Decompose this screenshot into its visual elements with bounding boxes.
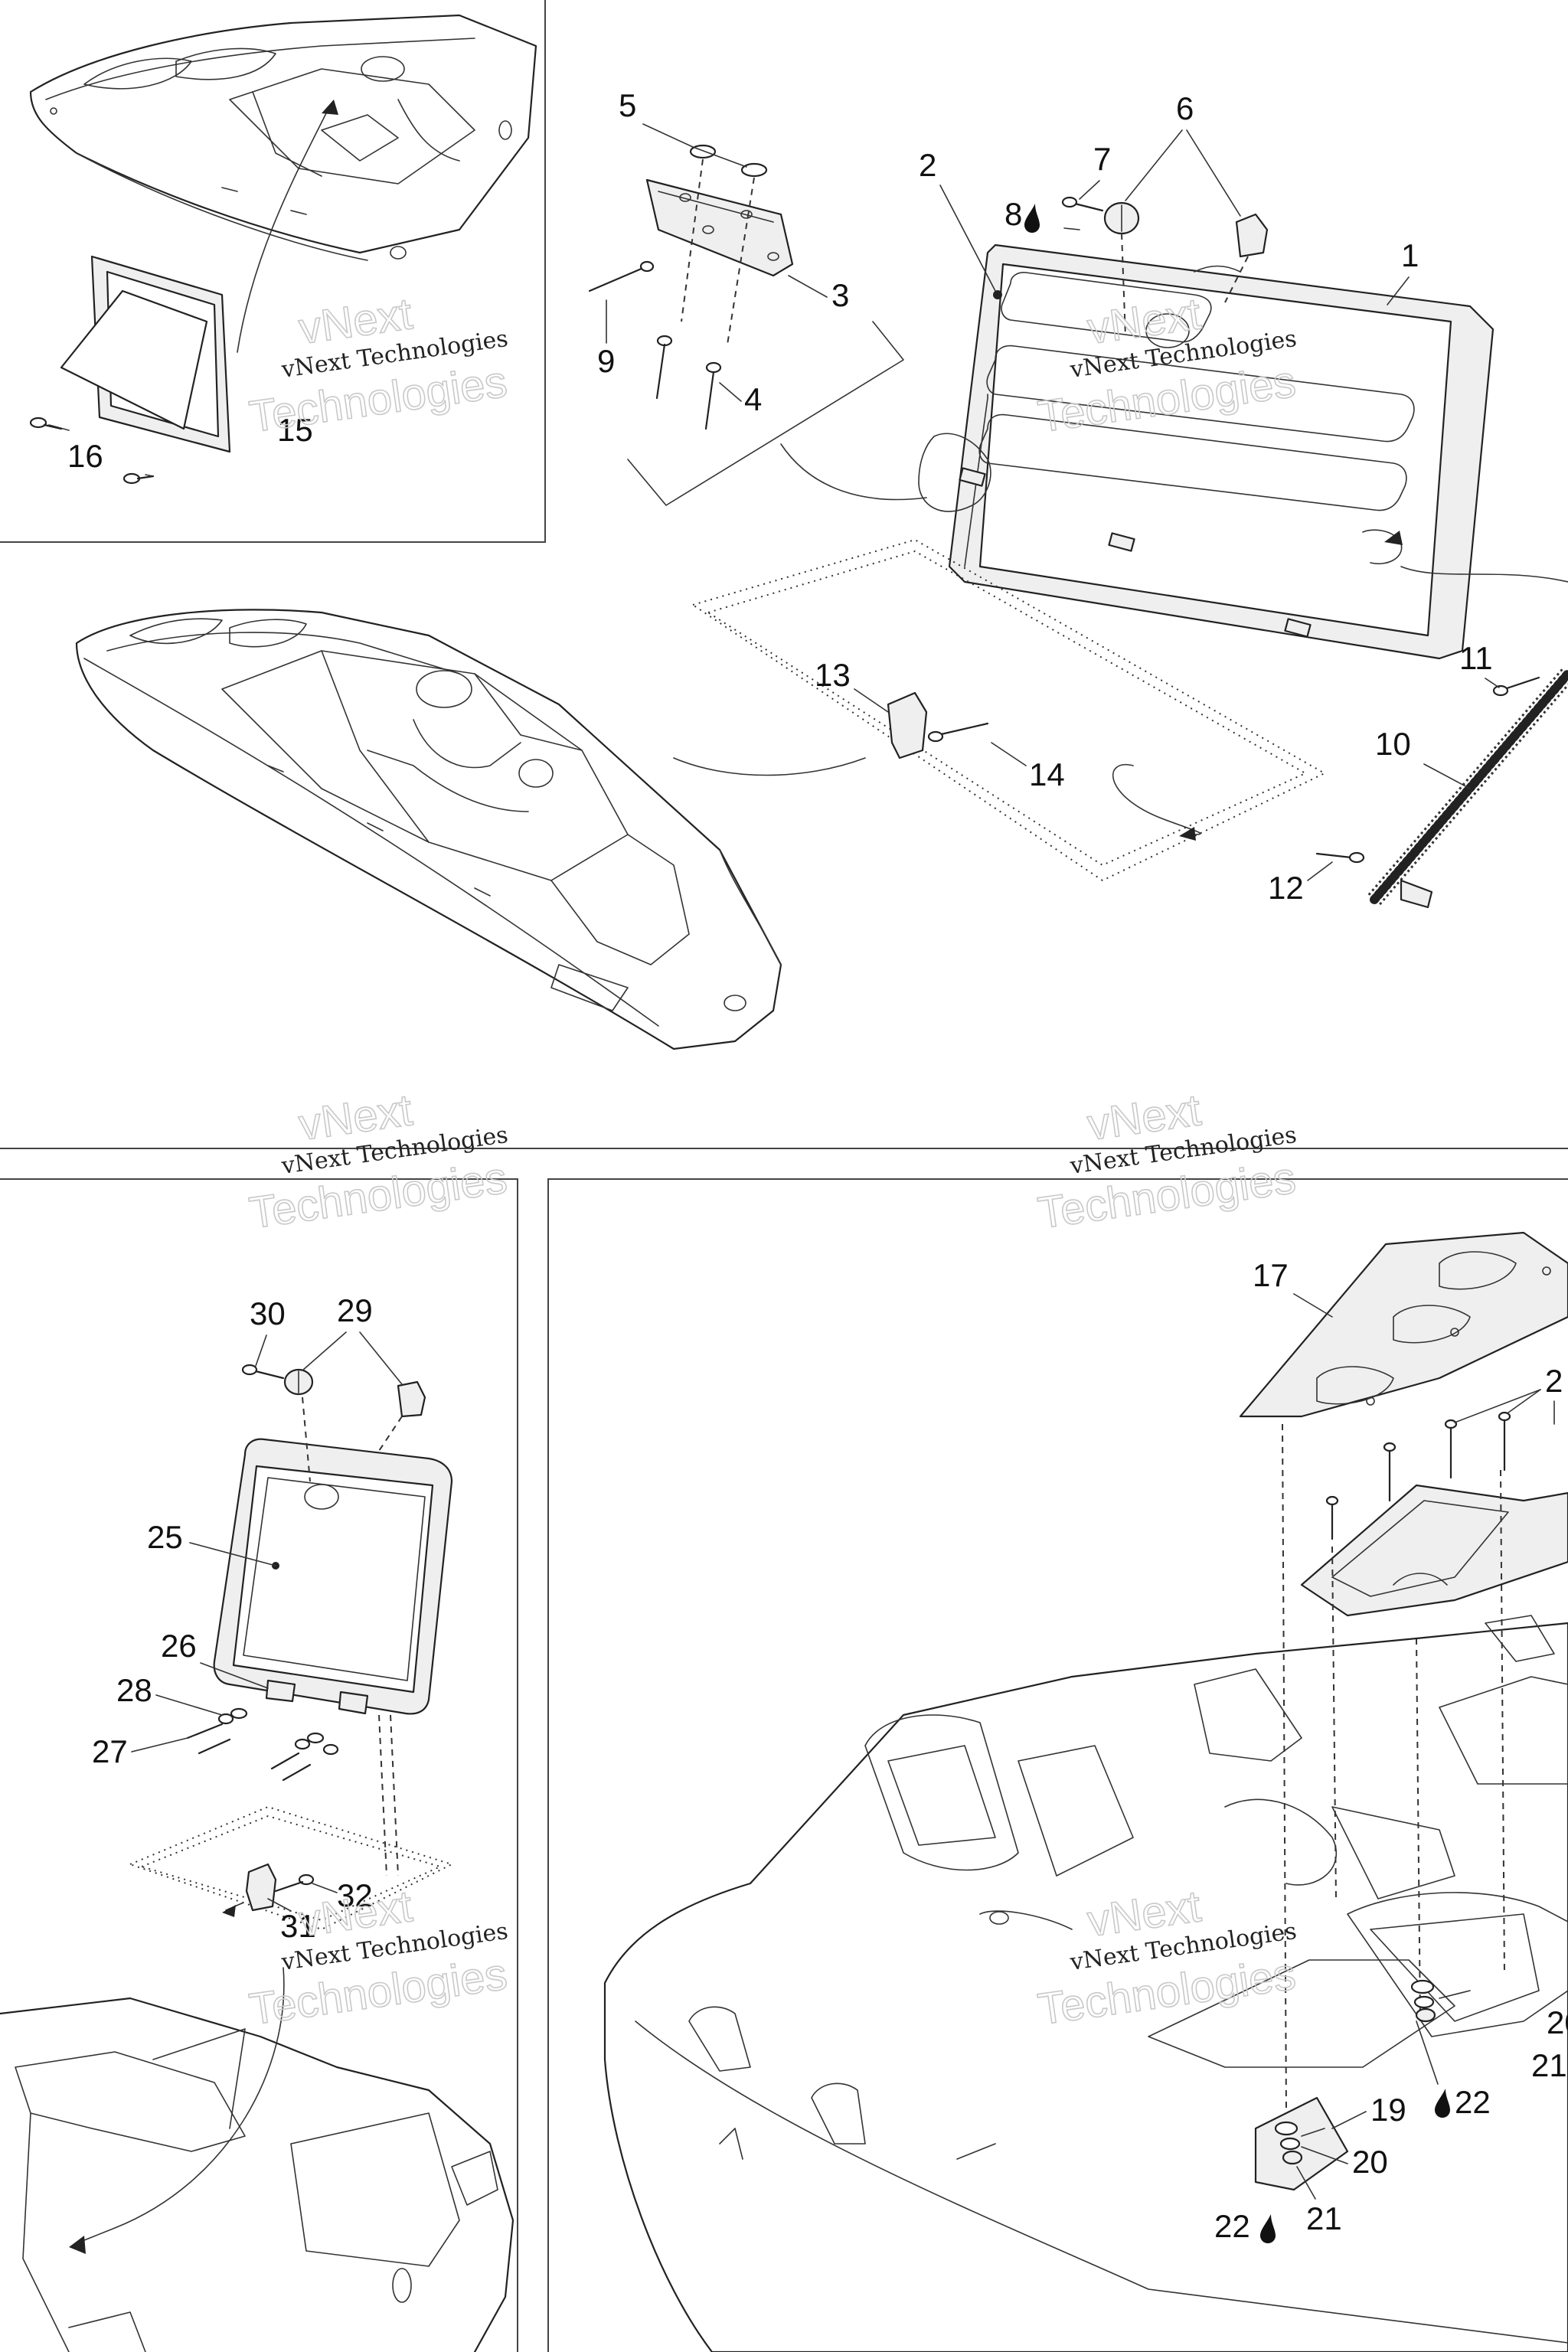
hatch-cover-1 — [918, 243, 1568, 660]
rivet-4a — [655, 335, 673, 400]
callout-20b: 20 — [1547, 2004, 1568, 2040]
callout-15: 15 — [277, 412, 313, 448]
callout-22b: 22 — [1455, 2084, 1491, 2120]
callout-32: 32 — [337, 1877, 373, 1913]
callout-14: 14 — [1029, 756, 1065, 792]
watermark-mid-right: vNext Technologies vNext Technologies — [1034, 1084, 1299, 1239]
callout-20a: 20 — [1352, 2144, 1388, 2180]
glove-box-door — [60, 289, 208, 430]
callout-21a: 21 — [1306, 2200, 1342, 2236]
callout-3: 3 — [831, 277, 849, 313]
washer-5b — [740, 162, 768, 178]
rear-deck-mount-19 — [1254, 2096, 1349, 2191]
callout-13: 13 — [815, 657, 851, 693]
callout-8: 8 — [1004, 196, 1022, 232]
stopper-13 — [887, 691, 928, 760]
rivets-18 — [1325, 1411, 1511, 1540]
latch-parts-29-30 — [241, 1364, 426, 1482]
stopper-13-and-screw-14 — [887, 691, 989, 760]
callout-9: 9 — [597, 343, 615, 379]
callout-2: 2 — [919, 147, 936, 183]
callout-10: 10 — [1375, 726, 1411, 762]
hatch-opening-outline — [691, 538, 1327, 882]
callout-12: 12 — [1268, 870, 1304, 906]
bottom-left-boat-view — [0, 1967, 514, 2352]
callout-labels: 1 2 3 4 5 6 7 8 9 10 11 12 13 14 15 16 1 — [67, 87, 1568, 2244]
callout-28: 28 — [116, 1672, 152, 1708]
bracket-3 — [645, 178, 794, 277]
callout-5: 5 — [619, 87, 636, 123]
callout-11: 11 — [1459, 640, 1493, 676]
hatch-rib-3 — [978, 413, 1407, 511]
callout-6: 6 — [1176, 90, 1194, 126]
callout-19: 19 — [1370, 2092, 1406, 2128]
latch-parts-6-7-8 — [1061, 196, 1269, 338]
callout-18: 2 — [1545, 1363, 1563, 1399]
oil-drop-icon — [1260, 2214, 1276, 2243]
washers-nuts-20-21 — [1274, 1979, 1471, 2165]
watermark-mid-left: vNext Technologies vNext Technologies — [246, 1084, 511, 1239]
callout-31: 31 — [280, 1908, 316, 1944]
callout-27: 27 — [92, 1733, 128, 1769]
rivet-9 — [588, 260, 655, 292]
arrow-head — [322, 100, 338, 115]
callout-7: 7 — [1093, 141, 1111, 177]
callout-26: 26 — [161, 1628, 197, 1664]
hatch-rib-2 — [986, 345, 1415, 443]
screw-12 — [1348, 851, 1365, 864]
small-hatch-25 — [213, 1438, 453, 1715]
hatch-pivot-dot — [993, 290, 1002, 299]
latch-hole — [1145, 313, 1190, 348]
watermark-bottom-left: vNext Technologies vNext Technologies — [246, 1880, 511, 2035]
glove-box-door-assembly — [29, 100, 338, 485]
callout-16: 16 — [67, 438, 103, 474]
middle-boat-view — [75, 609, 866, 1050]
top-left-panel-frame — [0, 0, 546, 543]
latch-catch-6 — [1235, 213, 1269, 258]
callout-29: 29 — [337, 1292, 373, 1328]
screw-16b — [122, 472, 155, 485]
bracket-assembly — [588, 144, 927, 506]
screw-16a — [29, 416, 63, 430]
arrow-head — [1384, 531, 1403, 545]
watermark-top-left: vNext Technologies vNext Technologies — [246, 288, 511, 443]
oil-drop-icon — [1435, 2089, 1450, 2118]
bottom-right-panel-frame — [547, 1178, 1568, 2352]
callout-21b: 21 — [1531, 2047, 1567, 2083]
latch-hole-25 — [304, 1484, 339, 1510]
callout-30: 30 — [250, 1295, 286, 1331]
watermarks: vNext Technologies vNext Technologies vN… — [246, 288, 1299, 2035]
watermark-bottom-right: vNext Technologies vNext Technologies — [1034, 1880, 1299, 2035]
oil-drop-icon — [1024, 204, 1040, 233]
storage-tray — [1282, 1423, 1568, 2114]
screw-7 — [1061, 196, 1078, 208]
screw-11 — [1492, 684, 1509, 697]
rivet-4b — [704, 361, 722, 430]
stopper-31 — [245, 1863, 277, 1912]
latch-catch-29 — [397, 1380, 426, 1418]
callout-1: 1 — [1401, 237, 1419, 273]
callout-25: 25 — [147, 1519, 183, 1555]
top-left-boat-view — [29, 14, 537, 261]
hinge-hardware-26-27-28 — [186, 1707, 399, 1877]
screw-14 — [927, 730, 944, 743]
callout-22a: 22 — [1214, 2208, 1250, 2244]
rear-deck-cover-17 — [1239, 1231, 1568, 1418]
bottom-right-boat-view — [603, 1615, 1568, 2352]
bottom-left-panel-frame — [0, 1178, 518, 2352]
gas-spring-10-11-12 — [1315, 668, 1568, 909]
callout-17: 17 — [1253, 1257, 1289, 1293]
hatch-rib-1 — [1001, 272, 1212, 343]
callout-4: 4 — [744, 381, 762, 417]
screw-30 — [241, 1364, 258, 1376]
